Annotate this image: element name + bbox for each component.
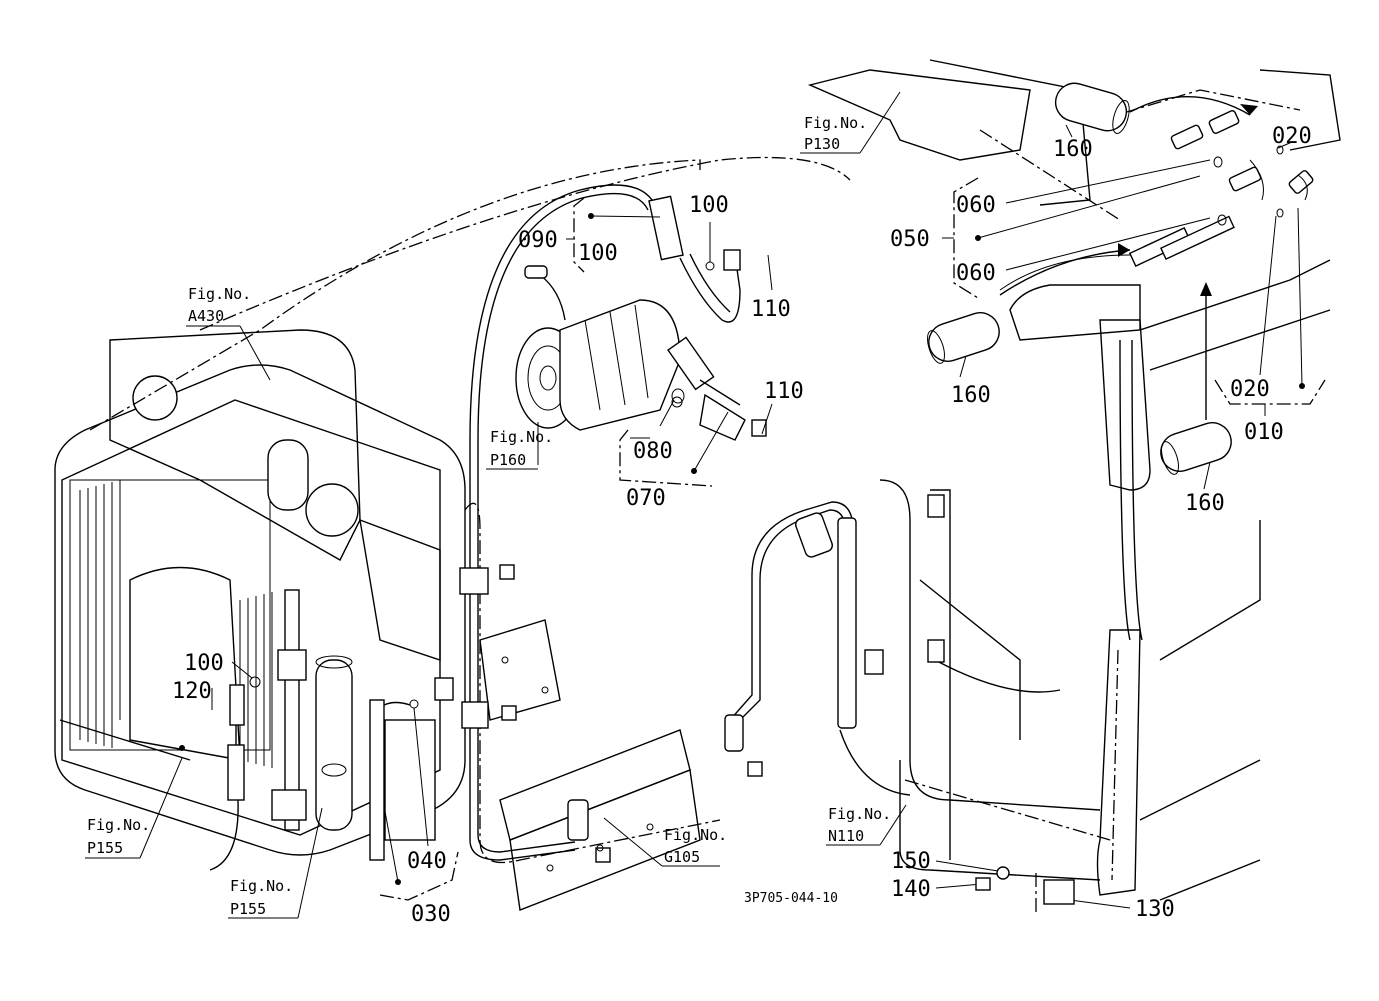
hose-sleeves — [927, 82, 1232, 475]
frame-and-lower-hose — [729, 479, 1261, 901]
figref-p155-lower: Fig.No. P155 — [230, 877, 293, 918]
figref-number: N110 — [828, 827, 864, 845]
label-110-mid: 110 — [764, 379, 804, 404]
label-020-bottom: 020 — [1230, 377, 1270, 402]
label-030: 030 — [411, 902, 451, 927]
leader-lines — [85, 91, 1326, 919]
label-040: 040 — [407, 849, 447, 874]
line-art — [54, 59, 1341, 911]
label-100-compressor-bracket: 100 — [578, 241, 618, 266]
figref-number: A430 — [188, 307, 224, 325]
label-050: 050 — [890, 227, 930, 252]
label-020-top: 020 — [1272, 124, 1312, 149]
label-070: 070 — [626, 486, 666, 511]
figref-a430: Fig.No. A430 — [188, 285, 251, 325]
figref-p160: Fig.No. P160 — [490, 428, 553, 469]
figref-number: P155 — [87, 839, 123, 857]
label-060-bottom: 060 — [956, 261, 996, 286]
figref-title: Fig.No. — [664, 826, 727, 844]
compressor-hose-run — [469, 184, 741, 861]
figref-title: Fig.No. — [87, 816, 150, 834]
figref-title: Fig.No. — [188, 285, 251, 303]
figref-title: Fig.No. — [828, 805, 891, 823]
label-090: 090 — [518, 228, 558, 253]
figref-title: Fig.No. — [804, 114, 867, 132]
figref-number: G105 — [664, 848, 700, 866]
figref-title: Fig.No. — [490, 428, 553, 446]
drawing-code: 3P705-044-10 — [744, 891, 838, 906]
label-160-right: 160 — [1185, 491, 1225, 516]
label-120: 120 — [172, 679, 212, 704]
label-060-top: 060 — [956, 193, 996, 218]
label-130: 130 — [1135, 897, 1175, 922]
figref-title: Fig.No. — [230, 877, 293, 895]
upper-fittings — [1128, 110, 1314, 267]
label-140: 140 — [891, 877, 931, 902]
figref-g105: Fig.No. G105 — [664, 826, 727, 866]
figref-number: P160 — [490, 451, 526, 469]
assembly-arrows — [999, 96, 1258, 420]
label-110-top: 110 — [751, 297, 791, 322]
label-100-top: 100 — [689, 193, 729, 218]
compressor — [515, 265, 767, 441]
label-160-top: 160 — [1053, 137, 1093, 162]
figref-n110: Fig.No. N110 — [828, 805, 891, 845]
figref-number: P130 — [804, 135, 840, 153]
figref-p130: Fig.No. P130 — [804, 114, 867, 153]
part-labels: 010 020 020 030 040 050 060 060 070 080 … — [172, 124, 1312, 927]
figure-references: Fig.No. P130 Fig.No. A430 Fig.No. P160 F… — [87, 114, 891, 918]
figref-number: P155 — [230, 900, 266, 918]
label-150: 150 — [891, 849, 931, 874]
mounting-plate — [434, 564, 763, 911]
label-100-left: 100 — [184, 651, 224, 676]
label-080: 080 — [633, 439, 673, 464]
radiator-fins — [79, 480, 273, 768]
radiator-assembly — [54, 329, 466, 871]
label-160-left: 160 — [951, 383, 991, 408]
figref-p155-left: Fig.No. P155 — [87, 816, 150, 857]
label-010: 010 — [1244, 420, 1284, 445]
